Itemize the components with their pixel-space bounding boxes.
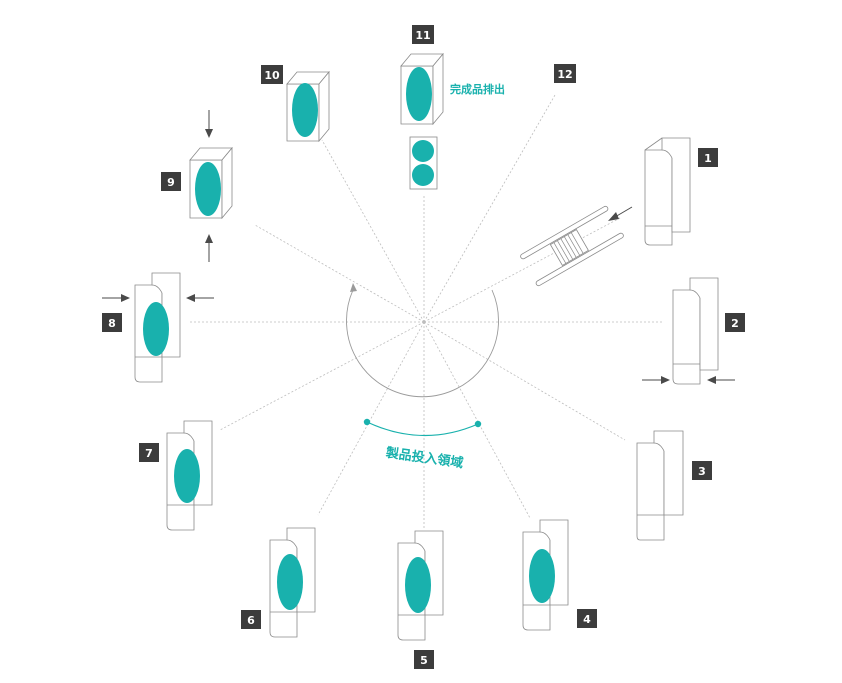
input-zone-arc bbox=[363, 418, 482, 437]
output-products bbox=[409, 136, 438, 190]
product-shape bbox=[143, 302, 169, 356]
station-8-arrows bbox=[102, 294, 214, 302]
station-9-arrows bbox=[205, 110, 213, 262]
station-3-box bbox=[636, 430, 684, 541]
product-shape bbox=[277, 554, 303, 610]
station-9-box bbox=[189, 146, 233, 220]
station-badge-5: 5 bbox=[414, 650, 434, 669]
svg-text:1: 1 bbox=[704, 152, 712, 165]
station-badge-12: 12 bbox=[554, 64, 576, 83]
station-badge-9: 9 bbox=[161, 172, 181, 191]
station-badge-4: 4 bbox=[577, 609, 597, 628]
svg-text:6: 6 bbox=[247, 614, 255, 627]
product-shape bbox=[405, 557, 431, 613]
feed-arrow bbox=[608, 206, 633, 221]
station-10-box bbox=[286, 70, 330, 143]
svg-text:2: 2 bbox=[731, 317, 739, 330]
svg-text:8: 8 bbox=[108, 317, 116, 330]
feeder-chute bbox=[520, 205, 624, 287]
station-badge-10: 10 bbox=[261, 65, 283, 84]
station-badge-7: 7 bbox=[139, 443, 159, 462]
station-badge-11: 11 bbox=[412, 25, 434, 44]
svg-text:3: 3 bbox=[698, 465, 706, 478]
station-5-box bbox=[397, 530, 444, 641]
station-badge-6: 6 bbox=[241, 610, 261, 629]
station-1-box bbox=[644, 137, 691, 246]
rotation-arc bbox=[346, 283, 499, 398]
product-shape bbox=[529, 549, 555, 603]
station-11-box bbox=[400, 52, 444, 126]
radial-lines bbox=[190, 94, 662, 528]
station-2-box bbox=[672, 277, 719, 385]
station-8-box bbox=[134, 272, 181, 383]
svg-text:5: 5 bbox=[420, 654, 428, 667]
svg-text:12: 12 bbox=[557, 68, 572, 81]
svg-text:10: 10 bbox=[264, 69, 280, 82]
station-badge-3: 3 bbox=[692, 461, 712, 480]
svg-text:11: 11 bbox=[415, 29, 430, 42]
station-badge-1: 1 bbox=[698, 148, 718, 167]
station-4-box bbox=[522, 519, 569, 631]
station-7-box bbox=[166, 420, 213, 531]
station-6-box bbox=[269, 527, 316, 638]
station-2-arrows bbox=[642, 376, 735, 384]
svg-text:9: 9 bbox=[167, 176, 175, 189]
svg-text:4: 4 bbox=[583, 613, 591, 626]
product-shape bbox=[292, 83, 318, 137]
output-label: 完成品排出 bbox=[450, 82, 505, 96]
product-shape bbox=[406, 67, 432, 121]
svg-text:7: 7 bbox=[145, 447, 153, 460]
station-badge-8: 8 bbox=[102, 313, 122, 332]
product-shape bbox=[195, 162, 221, 216]
station-badge-2: 2 bbox=[725, 313, 745, 332]
product-shape bbox=[174, 449, 200, 503]
